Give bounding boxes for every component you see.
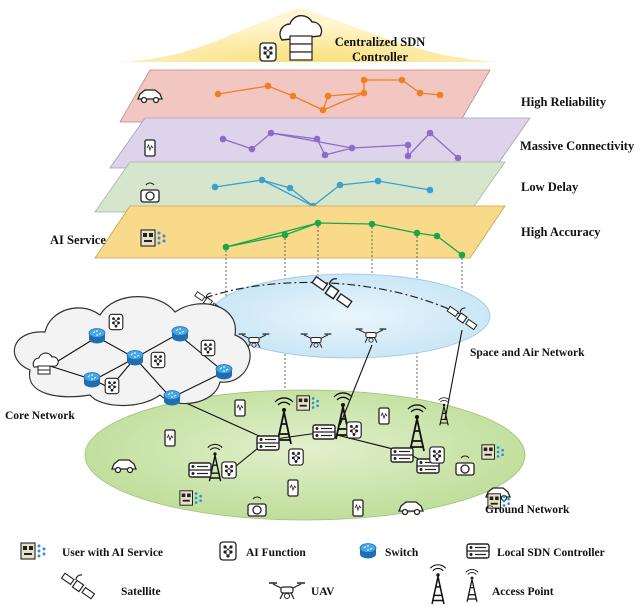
legend-label: Switch <box>385 547 419 559</box>
space-air-network: Space and Air Network <box>194 273 585 359</box>
controller-label-line2: Controller <box>352 50 408 64</box>
ai-function-icon <box>104 377 120 395</box>
switch-icon <box>88 328 106 344</box>
phone-icon <box>164 429 176 447</box>
switch-icon <box>163 390 181 406</box>
layer-nodes <box>214 76 444 114</box>
local-sdn-controller-icon <box>466 543 490 559</box>
layer-label: High Reliability <box>521 95 607 109</box>
phone-icon <box>378 407 390 425</box>
core-network-label: Core Network <box>5 410 75 422</box>
phone-icon <box>144 139 156 157</box>
ai-function-icon <box>429 446 445 464</box>
legend-label: Satellite <box>121 586 161 598</box>
controller-label-line1: Centralized SDN <box>335 35 426 49</box>
cloud-server-icon <box>279 15 323 61</box>
switch-icon <box>83 372 101 388</box>
phone-icon <box>352 499 364 517</box>
cloud-server-icon <box>32 352 59 375</box>
layer-high-accuracy: High Accuracy <box>94 205 601 259</box>
layer-massive-connectivity: Massive Connectivity <box>109 117 635 169</box>
legend-label: Access Point <box>492 586 554 598</box>
legend-label: AI Function <box>246 547 306 559</box>
layer-label: Low Delay <box>521 180 579 194</box>
layer-high-reliability: High Reliability <box>119 69 607 123</box>
switch-icon <box>171 326 189 342</box>
legend-label: Local SDN Controller <box>497 547 605 559</box>
ai-function-icon <box>259 42 277 62</box>
centralized-sdn-controller: Centralized SDN Controller <box>120 8 500 64</box>
ground-ellipse <box>84 389 526 521</box>
layer-plane <box>119 69 491 123</box>
ai-function-icon <box>219 541 237 561</box>
layer-plane <box>94 161 506 213</box>
layer-label: Massive Connectivity <box>520 139 635 153</box>
layer-graph <box>217 79 441 111</box>
ai-function-icon <box>150 351 166 369</box>
switch-icon <box>359 543 377 559</box>
local-sdn-controller-icon <box>256 435 280 451</box>
switch-icon <box>126 350 144 366</box>
uav-icon <box>268 582 306 600</box>
layer-nodes <box>219 129 462 162</box>
legend-label: UAV <box>311 586 335 598</box>
core-network: Core Network <box>5 296 251 422</box>
user-ai-service-icon <box>20 542 47 560</box>
switch-icon <box>215 364 233 380</box>
ai-service-label: AI Service <box>50 233 106 247</box>
legend: User with AI Service AI Function Switch … <box>20 541 605 605</box>
local-sdn-controller-icon <box>312 424 336 440</box>
ai-function-icon <box>346 421 362 439</box>
legend-label: User with AI Service <box>62 547 163 559</box>
layer-low-delay: Low Delay <box>94 161 579 213</box>
local-sdn-controller-icon <box>188 462 212 478</box>
ai-function-icon <box>221 461 237 479</box>
layer-label: High Accuracy <box>521 225 601 239</box>
satellite-icon <box>60 572 96 600</box>
access-point-icon <box>465 568 479 603</box>
layer-graph <box>222 132 459 159</box>
ai-function-icon <box>108 313 124 331</box>
layer-nodes <box>222 219 466 259</box>
ai-function-icon <box>288 448 304 466</box>
layer-plane <box>109 117 531 169</box>
space-air-network-label: Space and Air Network <box>470 347 585 359</box>
phone-icon <box>287 479 299 497</box>
ground-network-label: Ground Network <box>485 504 570 516</box>
phone-icon <box>234 399 246 417</box>
ground-network: Ground Network <box>84 329 570 521</box>
access-point-icon <box>429 563 447 605</box>
ai-function-icon <box>200 339 216 357</box>
satellite-link <box>204 281 463 316</box>
layer-plane <box>94 205 506 259</box>
local-sdn-controller-icon <box>390 447 414 463</box>
